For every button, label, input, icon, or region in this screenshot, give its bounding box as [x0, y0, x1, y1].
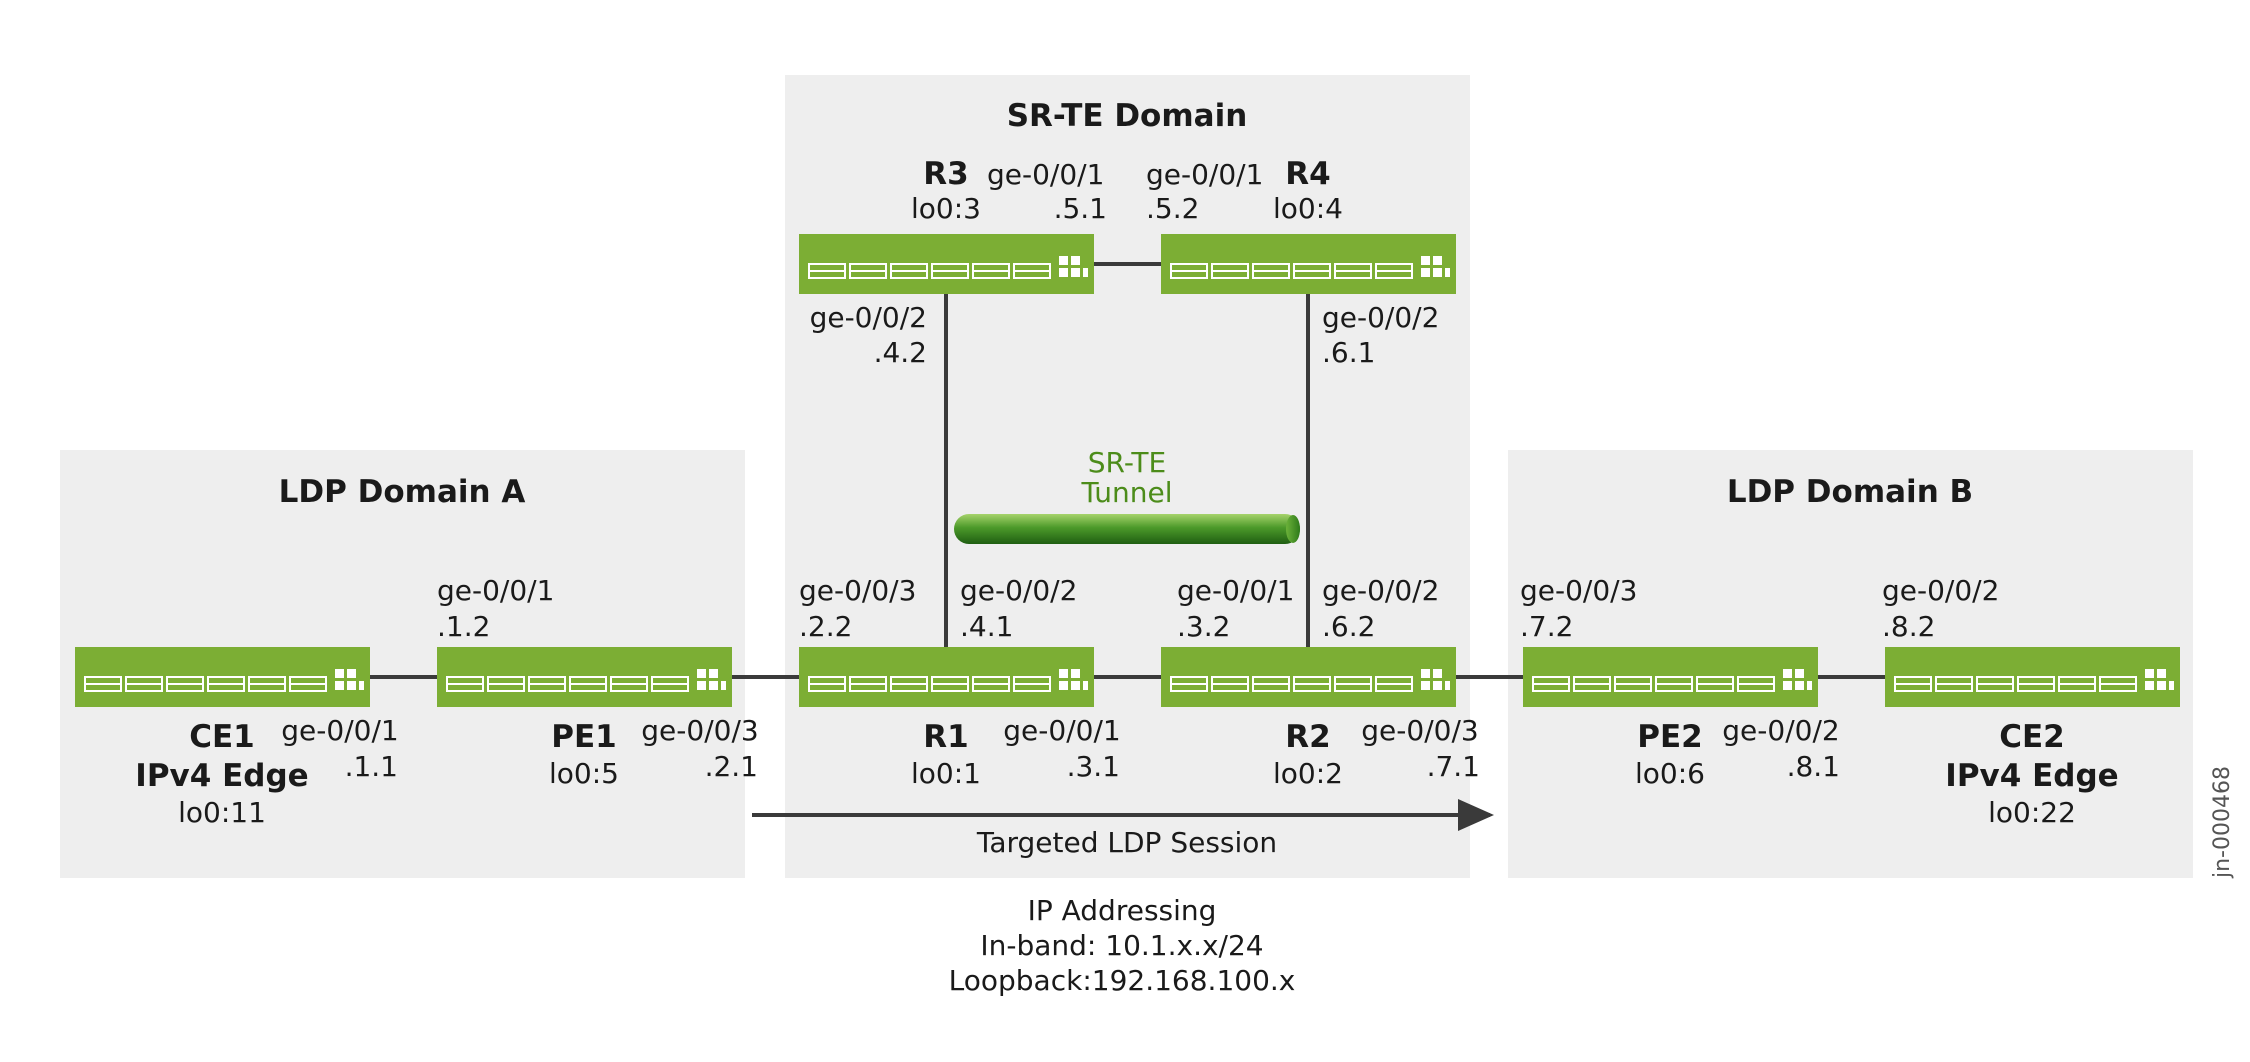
switch-icon-ce1 — [74, 646, 371, 708]
ce2-ip: .8.2 — [1882, 610, 1935, 643]
pe1-right-interface: ge-0/0/3 — [641, 714, 758, 747]
r2-left-ip: .3.2 — [1177, 610, 1230, 643]
tunnel-label-line2: Tunnel — [1080, 476, 1172, 509]
switch-icon-pe2 — [1522, 646, 1819, 708]
pe2-right-ip: .8.1 — [1787, 750, 1840, 783]
ip-addressing-title: IP Addressing — [1028, 894, 1217, 927]
ip-addressing-loopback: Loopback:192.168.100.x — [949, 964, 1296, 997]
srte-domain-area — [785, 75, 1470, 878]
r1-up-interface: ge-0/0/2 — [960, 574, 1077, 607]
tunnel-label-line1: SR-TE — [1088, 446, 1166, 479]
srte-domain-title: SR-TE Domain — [1007, 98, 1248, 134]
srte-tunnel — [954, 514, 1300, 544]
pe1-right-ip: .2.1 — [705, 750, 758, 783]
document-id: jn-000468 — [2210, 766, 2235, 879]
r1-left-interface: ge-0/0/3 — [799, 574, 916, 607]
r4-name: R4 — [1285, 156, 1330, 192]
r3-right-ip: .5.1 — [1054, 192, 1107, 225]
switch-icon-pe1 — [436, 646, 733, 708]
ce2-name: CE2 — [1999, 719, 2065, 755]
r3-down-ip: .4.2 — [874, 336, 927, 369]
switch-icon-r3 — [798, 233, 1095, 295]
r2-right-ip: .7.1 — [1427, 750, 1480, 783]
ce1-role: IPv4 Edge — [135, 758, 308, 794]
r1-left-ip: .2.2 — [799, 610, 852, 643]
r1-name: R1 — [923, 719, 968, 755]
r3-name: R3 — [923, 156, 968, 192]
r2-up-interface: ge-0/0/2 — [1322, 574, 1439, 607]
switch-icon-r1 — [798, 646, 1095, 708]
r4-left-interface: ge-0/0/1 — [1146, 158, 1263, 191]
ce2-loopback: lo0:22 — [1988, 796, 2076, 829]
r1-up-ip: .4.1 — [960, 610, 1013, 643]
ce1-loopback: lo0:11 — [178, 796, 266, 829]
ce1-name: CE1 — [189, 719, 255, 755]
r4-loopback: lo0:4 — [1273, 192, 1343, 225]
ce2-interface: ge-0/0/2 — [1882, 574, 1999, 607]
switch-icon-ce2 — [1884, 646, 2181, 708]
ldp-domain-a-title: LDP Domain A — [279, 474, 526, 510]
r4-down-ip: .6.1 — [1322, 336, 1375, 369]
ce2-role: IPv4 Edge — [1945, 758, 2118, 794]
r2-right-interface: ge-0/0/3 — [1361, 714, 1478, 747]
r2-name: R2 — [1285, 719, 1330, 755]
ce1-interface: ge-0/0/1 — [281, 714, 398, 747]
ldp-domain-b-title: LDP Domain B — [1727, 474, 1973, 510]
ip-addressing-inband: In-band: 10.1.x.x/24 — [980, 929, 1263, 962]
r4-down-interface: ge-0/0/2 — [1322, 301, 1439, 334]
r2-up-ip: .6.2 — [1322, 610, 1375, 643]
r3-loopback: lo0:3 — [911, 192, 981, 225]
r1-right-interface: ge-0/0/1 — [1003, 714, 1120, 747]
switch-icon-r2 — [1160, 646, 1457, 708]
r1-loopback: lo0:1 — [911, 757, 981, 790]
pe2-left-ip: .7.2 — [1520, 610, 1573, 643]
r4-left-ip: .5.2 — [1146, 192, 1199, 225]
switch-icon-r4 — [1160, 233, 1457, 295]
pe1-left-interface: ge-0/0/1 — [437, 574, 554, 607]
pe2-name: PE2 — [1637, 719, 1702, 755]
pe1-left-ip: .1.2 — [437, 610, 490, 643]
r2-left-interface: ge-0/0/1 — [1177, 574, 1294, 607]
targeted-ldp-session-label: Targeted LDP Session — [976, 826, 1277, 859]
pe1-loopback: lo0:5 — [549, 757, 619, 790]
pe2-left-interface: ge-0/0/3 — [1520, 574, 1637, 607]
ce1-ip: .1.1 — [345, 750, 398, 783]
pe2-loopback: lo0:6 — [1635, 757, 1705, 790]
pe1-name: PE1 — [551, 719, 616, 755]
r3-down-interface: ge-0/0/2 — [810, 301, 927, 334]
pe2-right-interface: ge-0/0/2 — [1722, 714, 1839, 747]
r1-right-ip: .3.1 — [1067, 750, 1120, 783]
r3-right-interface: ge-0/0/1 — [987, 158, 1104, 191]
r2-loopback: lo0:2 — [1273, 757, 1343, 790]
